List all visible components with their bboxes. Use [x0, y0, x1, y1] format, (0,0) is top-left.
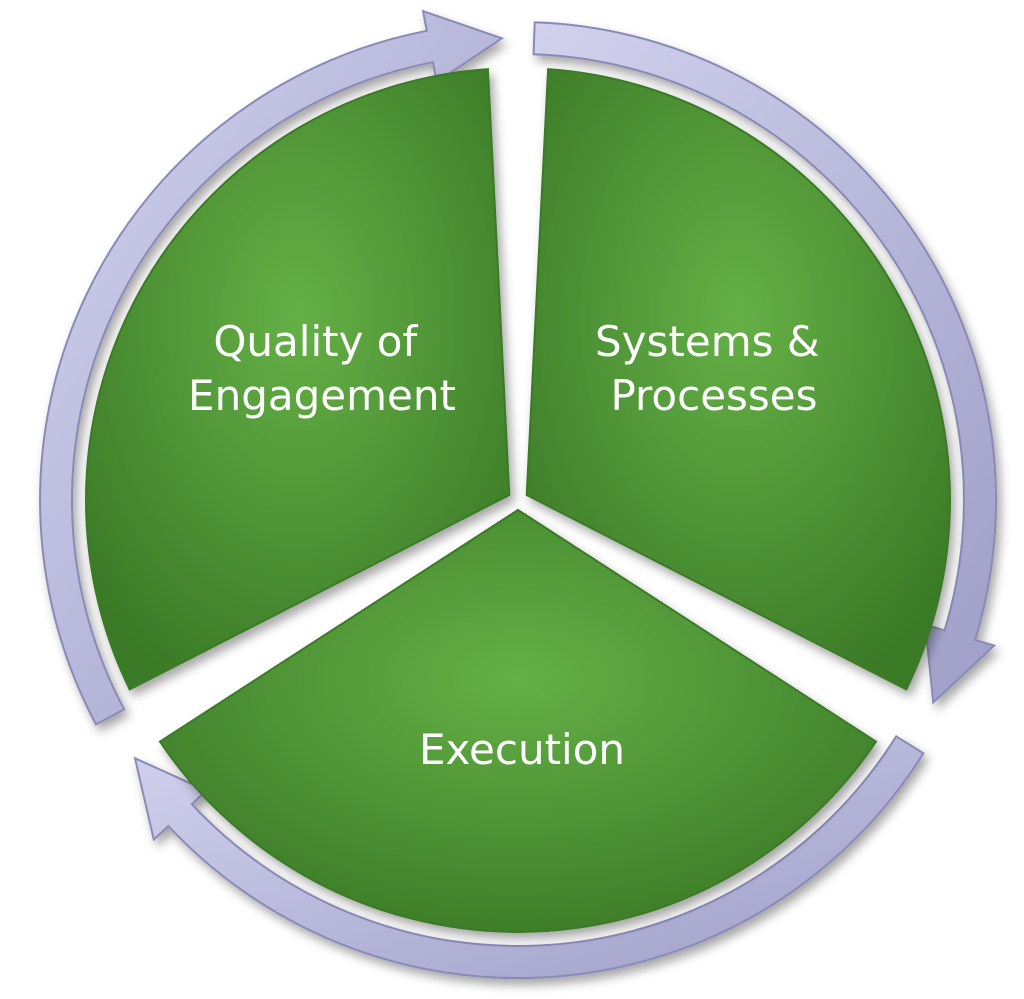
label-line: Execution	[419, 725, 625, 774]
label-line: Systems &	[595, 317, 820, 366]
label-line: Quality of	[213, 317, 418, 366]
segment-quality-of-engagement	[85, 68, 511, 691]
arrow-right	[532, 21, 997, 705]
segment-execution	[158, 508, 878, 933]
label-systems-processes: Systems & Processes	[595, 317, 833, 420]
arrow-bottom	[133, 734, 925, 980]
label-quality-of-engagement: Quality of Engagement	[188, 317, 456, 420]
label-line: Engagement	[188, 371, 456, 420]
arrow-top-left	[39, 9, 505, 726]
cycle-arrows	[39, 9, 997, 980]
label-line: Processes	[610, 371, 817, 420]
segment-systems-processes	[525, 68, 951, 691]
labels: Quality of Engagement Systems & Processe…	[188, 317, 833, 774]
label-execution: Execution	[419, 725, 625, 774]
segments	[85, 68, 951, 933]
